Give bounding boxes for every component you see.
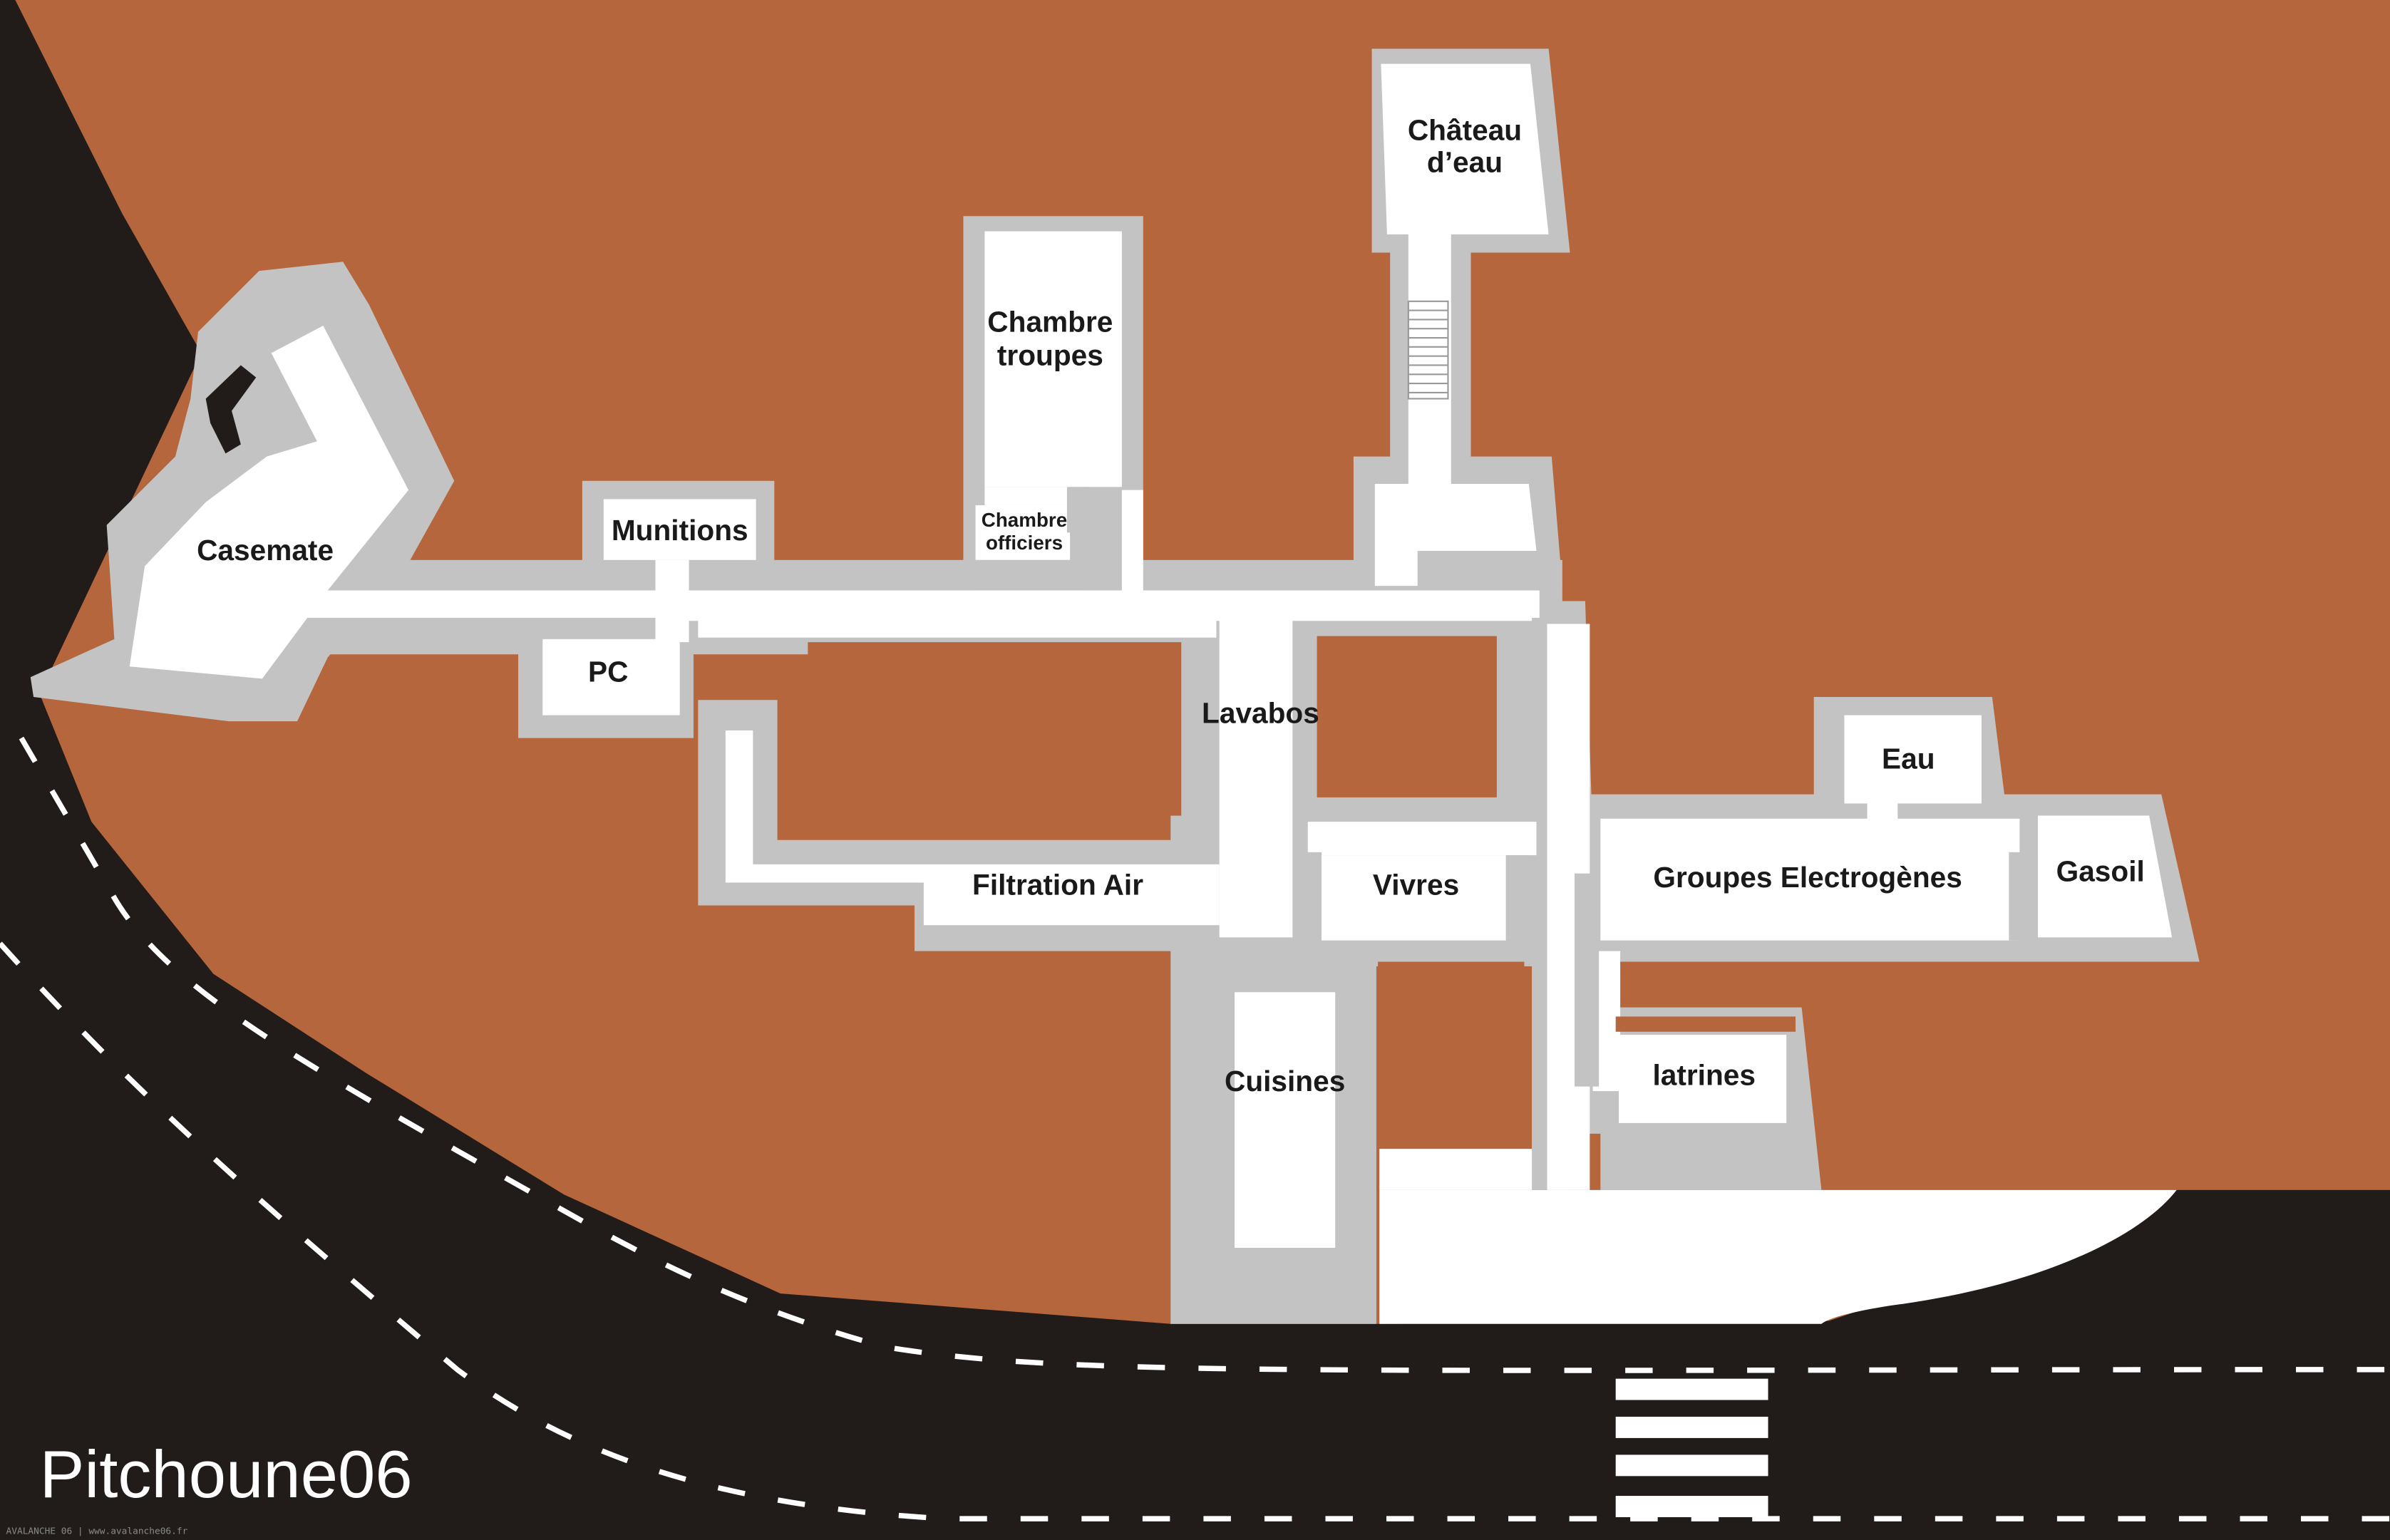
eau-room xyxy=(1844,715,1982,804)
label-chambre-troupes-2: troupes xyxy=(997,339,1103,372)
label-casemate: Casemate xyxy=(197,534,334,567)
groupes-electrogenes-room xyxy=(1600,818,2020,941)
label-gasoil: Gasoil xyxy=(2056,854,2145,887)
casemate-embrasure xyxy=(205,365,257,454)
chateau-eau-room xyxy=(1374,63,1549,586)
label-chambre-officiers-2: officiers xyxy=(986,532,1063,554)
footer-credit: AVALANCHE 06 | www.avalanche06.fr xyxy=(6,1526,188,1536)
label-munitions: Munitions xyxy=(612,514,748,547)
label-chambre-officiers-1: Chambre xyxy=(982,509,1067,531)
entrance-forecourt xyxy=(1379,1189,2177,1324)
stairs xyxy=(1407,300,1449,400)
label-chateau-eau-2: d’eau xyxy=(1427,145,1503,178)
inner-terrain xyxy=(808,636,1796,1144)
label-cuisines: Cuisines xyxy=(1225,1065,1345,1097)
corridor-top xyxy=(304,590,1540,618)
munitions-room xyxy=(603,499,756,560)
map-title: Pitchoune06 xyxy=(40,1437,413,1511)
wall-details xyxy=(975,487,2036,1087)
pc-room xyxy=(542,639,680,715)
label-eau: Eau xyxy=(1882,742,1935,775)
casemate-room xyxy=(129,325,409,679)
road-markings xyxy=(0,736,2390,1521)
label-filtration-air: Filtration Air xyxy=(972,869,1143,901)
lavabos-cuisines-spine xyxy=(1219,617,1293,938)
pedestrian-crossing xyxy=(1615,1378,1768,1517)
vivres-room xyxy=(1319,855,1506,941)
label-latrines: latrines xyxy=(1652,1059,1756,1092)
label-lavabos: Lavabos xyxy=(1202,696,1319,729)
label-chambre-troupes-1: Chambre xyxy=(987,306,1113,339)
label-chateau-eau-1: Château xyxy=(1408,113,1522,146)
chambre-troupes-room xyxy=(984,231,1122,487)
gasoil-room xyxy=(2038,815,2173,938)
label-pc: PC xyxy=(588,656,628,688)
chambre-officiers-room xyxy=(975,505,1071,560)
floor-spaces xyxy=(129,63,2173,1249)
filtration-air-corridor xyxy=(725,730,1220,926)
label-groupes-electrogenes: Groupes Electrogènes xyxy=(1653,861,1962,894)
label-vivres: Vivres xyxy=(1373,869,1459,901)
latrines-room xyxy=(1618,1035,1787,1123)
